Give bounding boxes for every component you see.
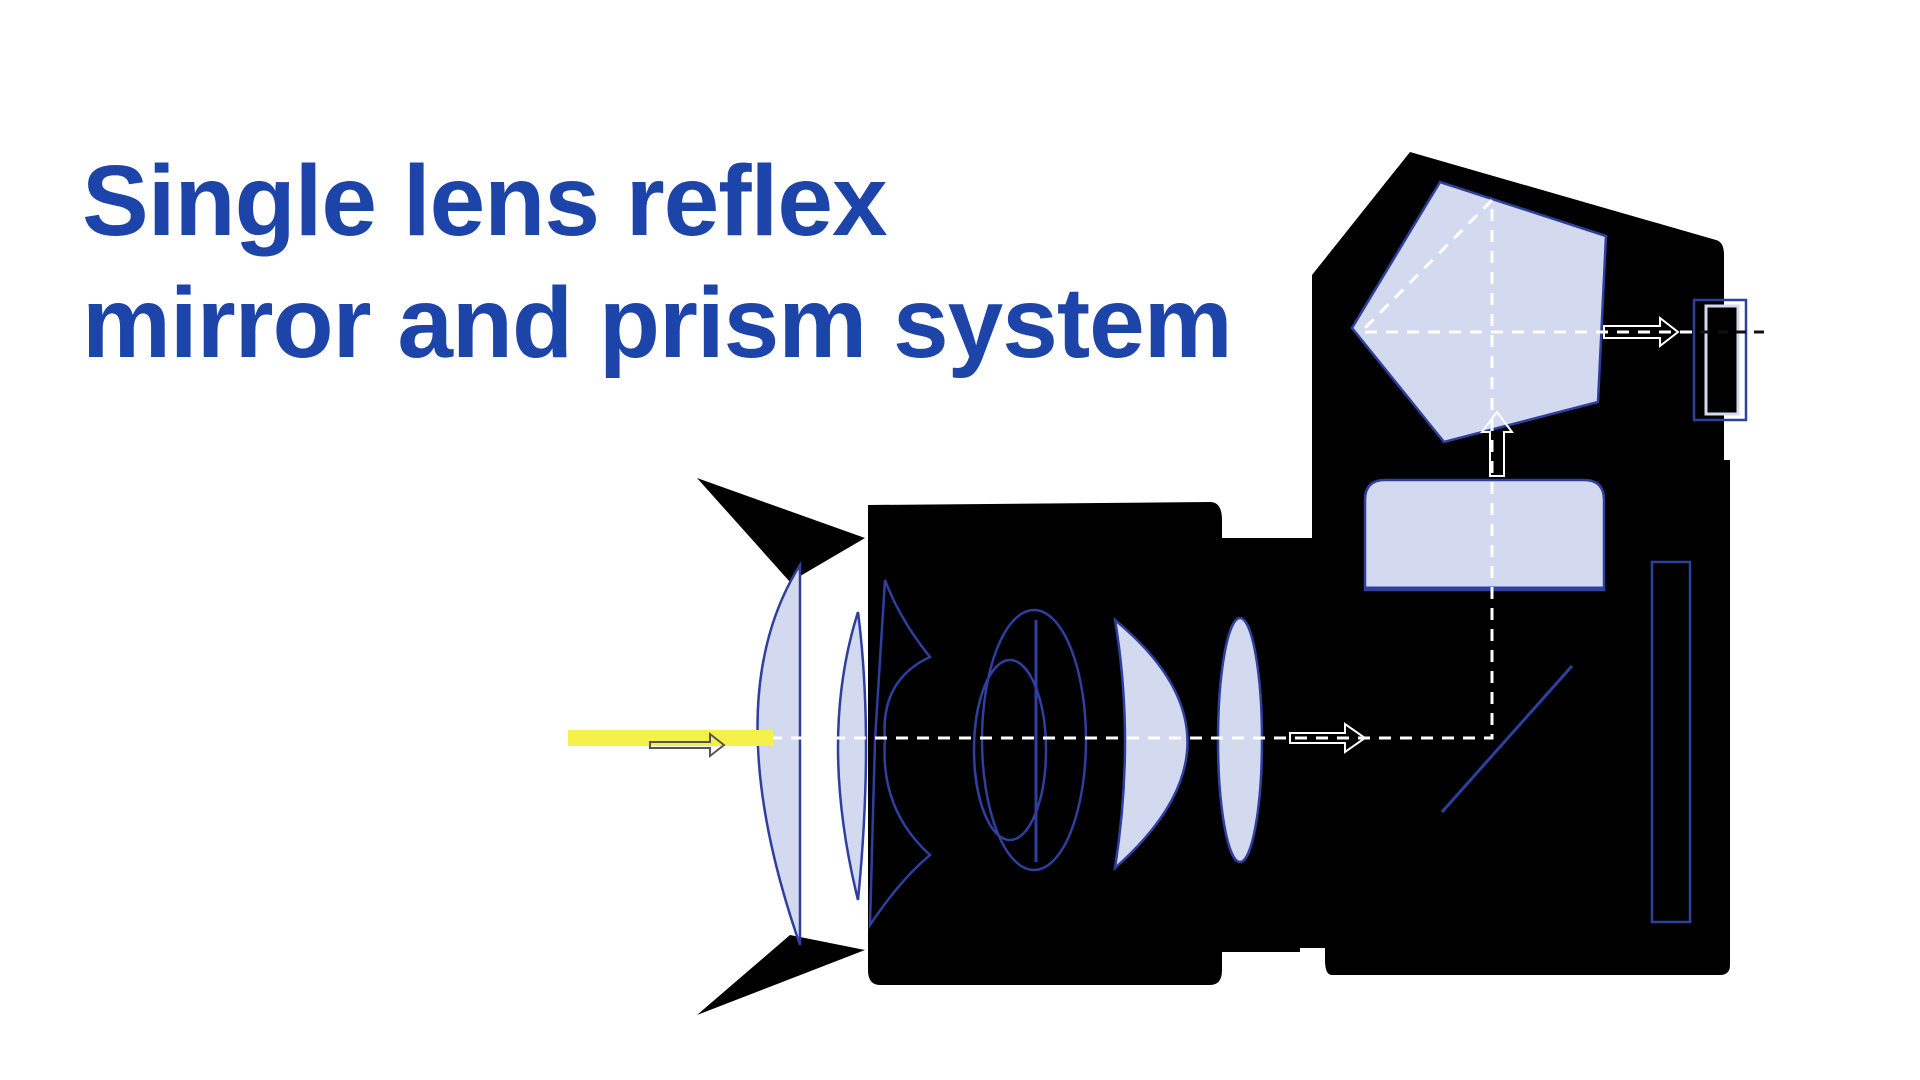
- lens-element-doublet-inner: [972, 658, 1048, 842]
- prism-reflection-path: [1363, 198, 1494, 330]
- image-sensor: [1650, 560, 1692, 924]
- pentaprism: [1350, 180, 1608, 444]
- rear-lens-element: [1216, 616, 1264, 864]
- focusing-screen: [1363, 478, 1606, 592]
- lens-hood-bottom: [697, 935, 865, 1015]
- eyepiece-inner: [1704, 304, 1740, 416]
- meniscus-lens-element: [868, 579, 932, 930]
- arrow-incoming: [649, 731, 726, 759]
- lens-barrel: [868, 502, 1300, 985]
- title-line-2: mirror and prism system: [82, 267, 1233, 379]
- title-line-1: Single lens reflex: [82, 145, 888, 257]
- light-path: [770, 200, 1494, 740]
- lens-element-doublet-outer: [980, 608, 1088, 872]
- plano-convex-lens-element: [1113, 616, 1189, 872]
- reflex-mirror: [1440, 665, 1574, 813]
- slide-title: Single lens reflex mirror and prism syst…: [82, 140, 1233, 384]
- arrow-to-eyepiece: [1603, 315, 1680, 349]
- lens-element-2: [836, 611, 868, 901]
- front-lens-element: [756, 560, 802, 946]
- lens-hood-top: [697, 478, 865, 582]
- arrow-through-lens: [1289, 722, 1367, 754]
- incoming-light-beam: [568, 730, 773, 746]
- eyepiece-outer: [1692, 298, 1748, 422]
- arrow-up-to-prism: [1480, 410, 1514, 477]
